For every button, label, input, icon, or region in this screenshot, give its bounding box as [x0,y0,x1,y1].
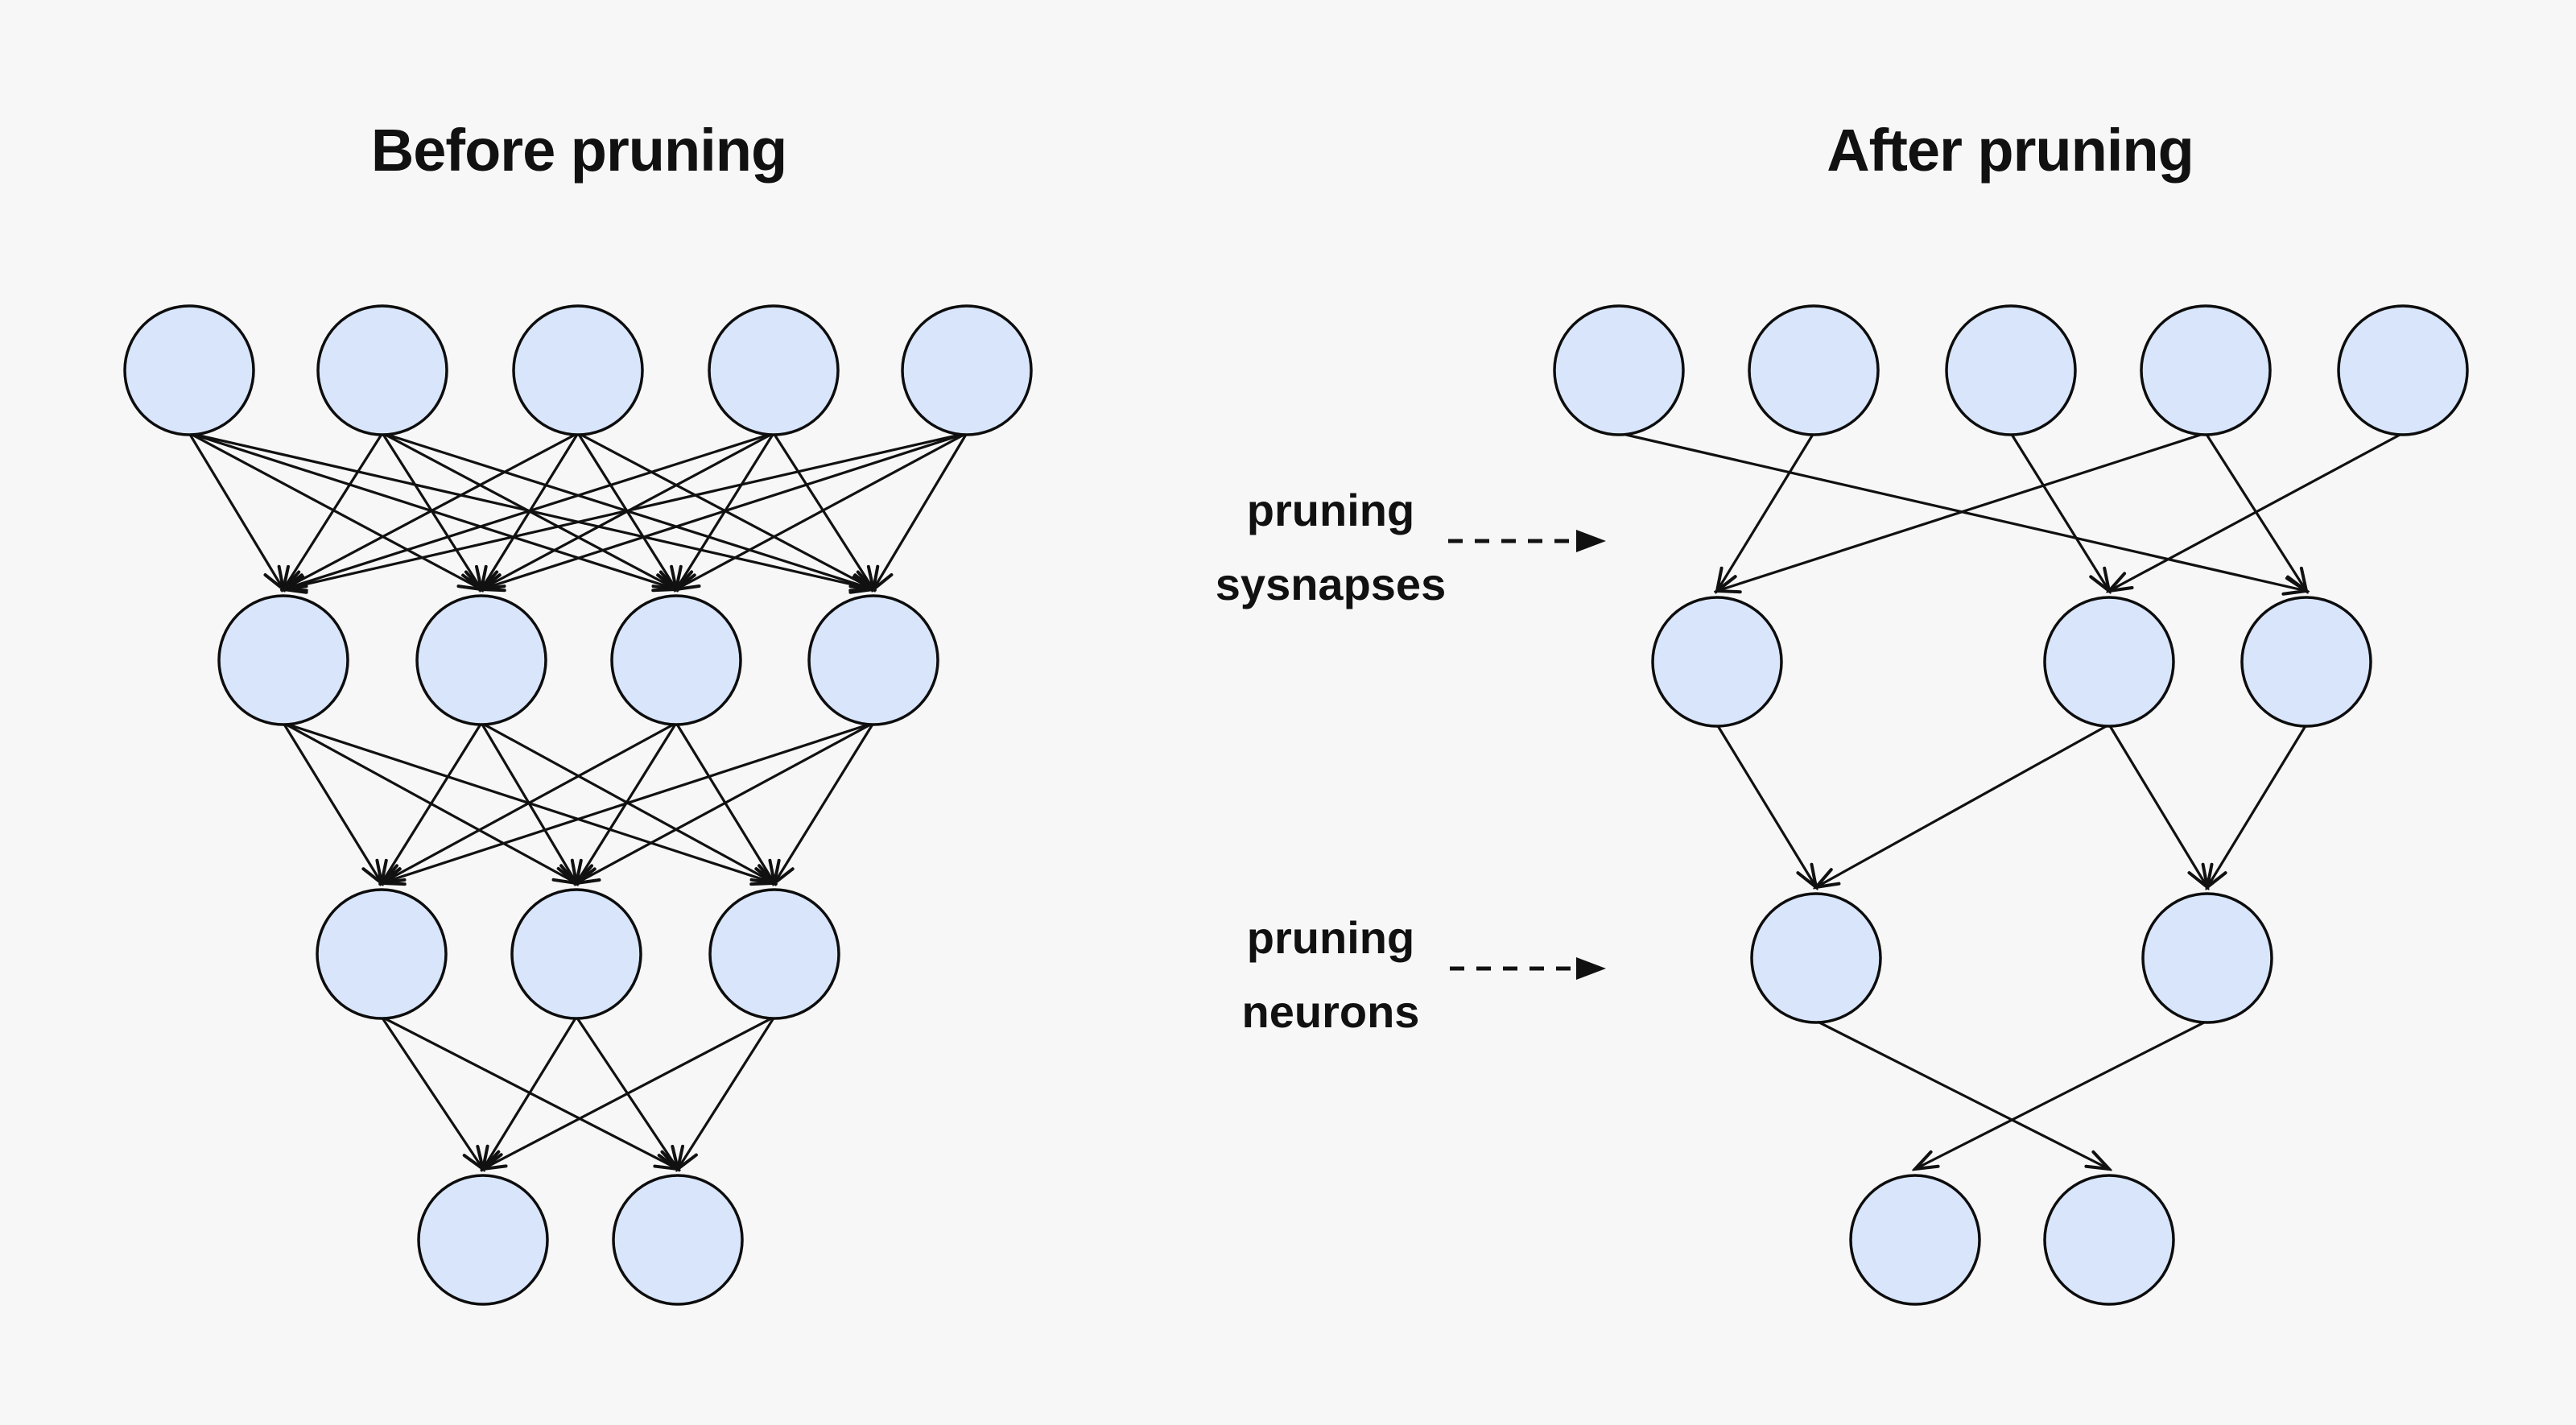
synapse-edge-before [382,722,483,883]
synapse-edges-layer [188,432,2404,1169]
neuron-node-after-L0-1 [1748,304,1880,436]
synapse-edge-after [1717,432,2207,591]
pruning-neurons-label: pruning neurons [1242,901,1420,1049]
synapse-edge-after [1815,1019,2109,1169]
synapse-edge-after [2107,724,2207,887]
neuron-node-after-L0-2 [1945,304,2077,436]
synapse-edge-before [188,432,283,589]
synapse-edge-before [282,722,382,883]
neuron-node-before-L1-1 [415,594,547,726]
synapse-edge-before [483,1016,578,1169]
annotation-arrows-layer [1448,530,1606,980]
synapse-edge-before [576,721,874,883]
neuron-node-after-L1-1 [2043,596,2175,728]
neuron-node-before-L1-2 [610,594,742,726]
neuron-node-before-L2-1 [510,888,642,1020]
neuron-node-before-L0-2 [512,304,644,436]
synapse-edge-after [1715,724,1816,887]
synapse-edge-before [283,432,384,589]
neuron-node-before-L1-3 [807,594,939,726]
pruning-synapses-label-line1: pruning [1246,485,1415,535]
neuron-node-before-L3-0 [417,1174,549,1306]
pruning-synapses-label-line2: sysnapses [1215,559,1447,609]
neuron-node-after-L2-0 [1750,892,1882,1024]
neuron-node-after-L1-0 [1651,596,1783,728]
neuron-node-after-L0-3 [2140,304,2272,436]
synapse-edge-after [1816,723,2110,887]
neuron-nodes-layer [123,304,2469,1306]
synapse-edge-after [1717,432,1815,591]
pruning-neurons-label-line2: neurons [1241,986,1420,1037]
neuron-node-before-L0-1 [316,304,448,436]
synapse-edge-before [382,721,874,883]
neuron-node-after-L3-1 [2043,1174,2175,1306]
synapse-edge-before [678,1016,776,1169]
before-pruning-title: Before pruning [370,117,787,184]
neuron-node-after-L2-1 [2141,892,2273,1024]
pruning-neurons-label-line1: pruning [1246,912,1415,963]
synapse-edge-before [382,721,677,883]
synapse-edge-after [2207,724,2308,887]
neuron-node-before-L2-2 [708,888,840,1020]
neuron-node-after-L0-4 [2337,304,2469,436]
neuron-node-before-L0-0 [123,304,255,436]
synapse-edge-before [873,432,968,589]
neuron-node-after-L3-0 [1849,1174,1981,1306]
neuron-node-before-L1-0 [217,594,349,726]
synapse-edge-after [1915,1019,2208,1169]
neuron-node-before-L3-1 [612,1174,744,1306]
synapse-edge-before [483,1015,775,1169]
synapse-edge-before [283,432,579,589]
synapse-edge-before [774,722,875,883]
pruning-synapses-label: pruning sysnapses [1216,473,1446,622]
synapse-edge-before [283,432,968,589]
synapse-edge-after [2009,432,2109,591]
neuron-node-before-L0-3 [708,304,840,436]
neuron-node-after-L0-0 [1553,304,1685,436]
synapse-edge-before [283,721,576,883]
synapse-edge-before [380,1016,483,1169]
synapse-edge-after [2109,432,2404,591]
synapse-edge-before [676,432,968,589]
synapse-edge-before [283,432,774,589]
neuron-node-before-L0-4 [901,304,1033,436]
after-pruning-title: After pruning [1827,117,2194,184]
neuron-node-after-L1-2 [2240,596,2372,728]
neuron-node-before-L2-0 [316,888,448,1020]
synapse-edge-before [188,432,481,589]
synapse-edge-before [481,432,968,589]
